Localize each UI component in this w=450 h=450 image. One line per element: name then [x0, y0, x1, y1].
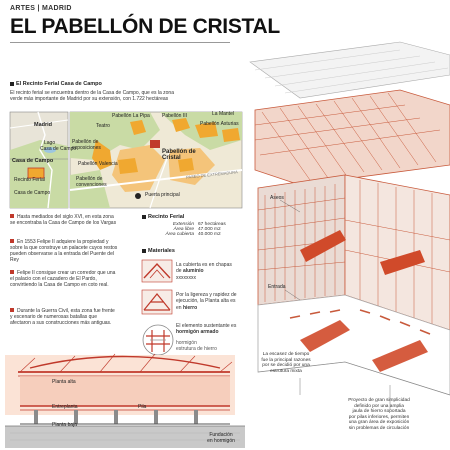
building-label-aseos: Aseos	[270, 195, 284, 201]
map-label-cristal: Pabellón de Cristal	[162, 149, 196, 161]
section-label-fundacion: Fundación en hormigón	[207, 432, 235, 444]
section-elevation	[5, 353, 245, 448]
bullet-icon	[10, 214, 14, 218]
materials-heading: Materiales	[148, 248, 175, 254]
large-map	[69, 111, 243, 209]
map-label-casa-campo: Casa de Campo	[40, 146, 77, 152]
section-square-icon	[10, 81, 14, 86]
section-square-icon	[142, 214, 146, 219]
recinto-text: El recinto ferial se encuentra dentro de…	[10, 90, 250, 103]
title-divider	[10, 42, 230, 43]
history-item: En 1553 Felipe II adquiere la propiedad …	[10, 239, 118, 263]
map-label-casa-campo-2: Casa de Campo	[12, 158, 54, 164]
history-item: Hasta mediados del siglo XVI, en esta zo…	[10, 214, 117, 226]
note-time: La escasez de tiempo fue la principal ra…	[261, 352, 311, 374]
bullet-icon	[10, 239, 14, 243]
material-iron-text: Por la ligereza y rapidez de ejecución, …	[176, 292, 237, 311]
small-map	[9, 111, 69, 209]
map-label-exposiciones: Pabellón de exposiciones	[72, 139, 101, 151]
map-label-recinto: Recinto Ferial	[14, 177, 45, 183]
material-concrete-thumb	[142, 324, 174, 356]
material-footnote: hormigón estrutura de hierro	[176, 340, 217, 353]
recinto-text-line: El recinto ferial se encuentra dentro de…	[10, 90, 174, 96]
map-label-puerta: Puerta principal	[145, 192, 180, 198]
recinto-text-line: verde más importante de Madrid por su ex…	[10, 96, 169, 103]
map-label-la-mantel: La Mantel	[212, 111, 234, 117]
map-label-asturias: Pabellón Asturias	[200, 121, 239, 127]
map-label-pabellon-iii: Pabellón III	[162, 113, 188, 119]
section-kicker: ARTES | MADRID	[10, 5, 72, 12]
section-label-entreplanta: Entreplanta	[52, 404, 78, 410]
recinto-heading-wrap: El Recinto Ferial Casa de Campo	[10, 81, 102, 87]
material-concrete-text: El elemento sustentante es hormigón arma…	[176, 323, 237, 336]
bullet-icon	[10, 308, 14, 312]
history-item: Felipe II consigue crear un corredor que…	[10, 270, 116, 288]
stats-heading-wrap: Recinto Ferial	[142, 214, 184, 220]
recinto-heading: El Recinto Ferial Casa de Campo	[16, 81, 102, 87]
map-label-lago: Lago	[44, 140, 56, 146]
map-label-la-pipa: Pabellón La Pipa	[112, 113, 150, 119]
section-label-planta-alta: Planta alta	[52, 379, 76, 385]
page-title: EL PABELLÓN DE CRISTAL	[10, 15, 280, 38]
material-iron-thumb	[141, 289, 173, 315]
history-item: Durante la Guerra Civil, esta zona fue f…	[10, 308, 115, 326]
building-3d	[249, 41, 450, 396]
section-label-planta-baja: Planta baja	[52, 422, 78, 428]
materials-heading-wrap: Materiales	[142, 248, 175, 254]
map-label-casa-campo-3: Casa de Campo	[14, 190, 51, 196]
bullet-icon	[10, 270, 14, 274]
material-roof-thumb	[141, 259, 173, 283]
section-square-icon	[142, 248, 146, 253]
map-label-valencia: Pabellón Valencia	[78, 161, 118, 167]
note-design: Proyecto de gran simplicidad definido po…	[348, 398, 410, 431]
building-label-entrada: Entrada	[268, 284, 286, 290]
map-label-madrid: Madrid	[34, 122, 53, 128]
map-label-teatro: Teatro	[96, 123, 110, 129]
stats-heading: Recinto Ferial	[148, 214, 185, 220]
map-label-convenciones: Pabellón de convenciones	[76, 176, 107, 188]
section-label-pila: Pila	[138, 404, 147, 410]
